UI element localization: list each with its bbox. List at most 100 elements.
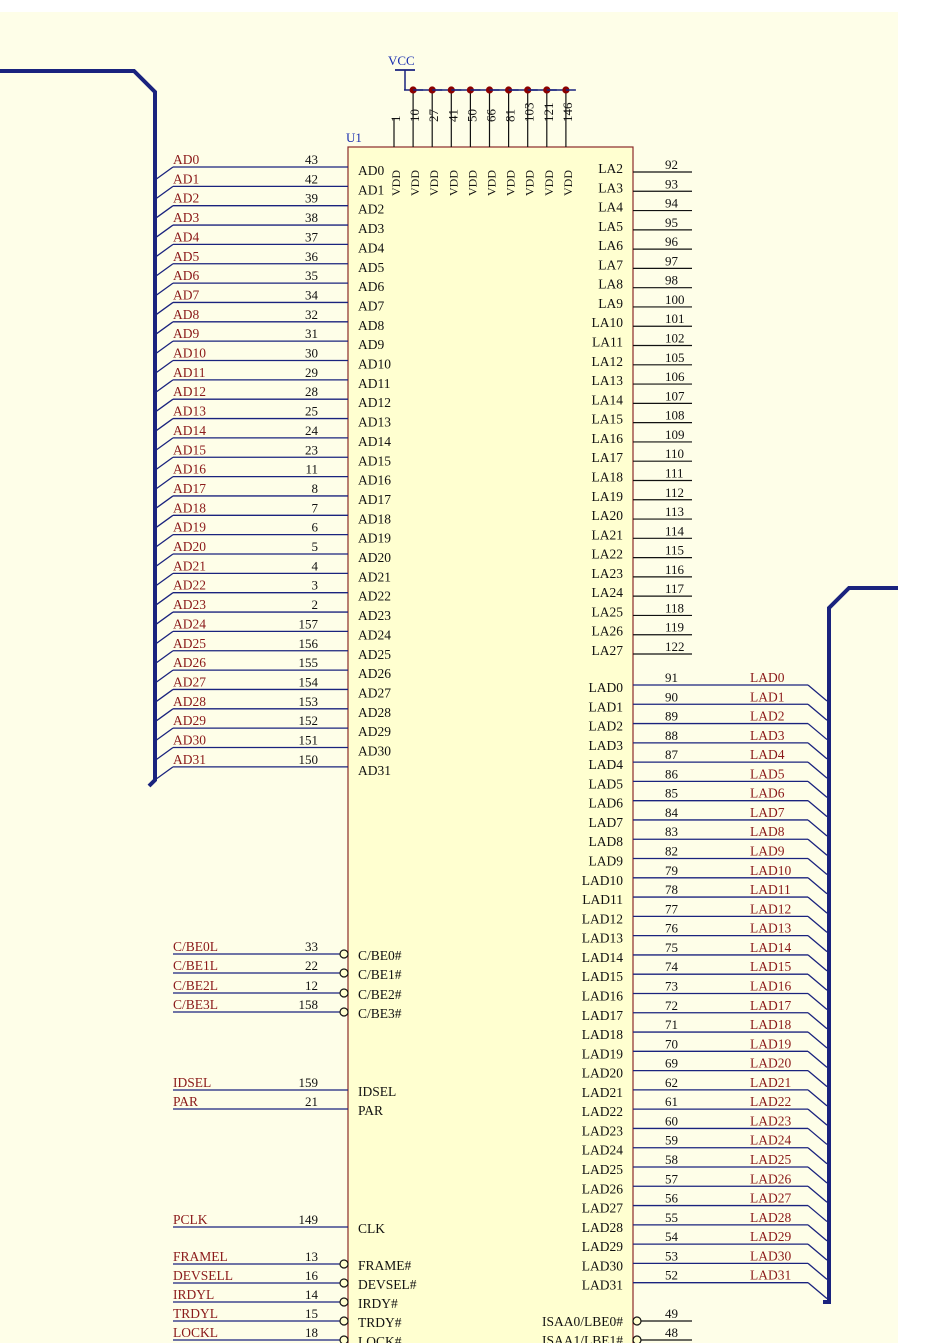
pin-number-76: 76 <box>665 921 679 936</box>
bus-entry <box>807 992 828 1010</box>
pin-number-71: 71 <box>665 1017 678 1032</box>
bus-entry <box>154 243 174 258</box>
net-label-ad29: AD29 <box>173 713 206 728</box>
pin-name-ad17: AD17 <box>358 492 391 507</box>
net-label-ad13: AD13 <box>173 404 206 419</box>
pin-number-158: 158 <box>299 997 319 1012</box>
pin-name-ad22: AD22 <box>358 589 391 604</box>
bus-entry <box>807 1166 828 1184</box>
pin-name-lad22: LAD22 <box>582 1104 623 1119</box>
net-label-lad3: LAD3 <box>750 728 785 743</box>
inversion-bubble <box>339 1335 349 1343</box>
pin-number-38: 38 <box>305 210 318 225</box>
bus-entry <box>807 1012 828 1030</box>
pin-name-clk: CLK <box>358 1221 385 1236</box>
bus-entry <box>807 780 828 798</box>
bus-entry <box>154 359 174 375</box>
pin-name-lad2: LAD2 <box>589 719 624 734</box>
bus-entry <box>807 819 828 837</box>
pin-name-lad14: LAD14 <box>582 950 623 965</box>
net-label-lad5: LAD5 <box>750 766 785 781</box>
net-label-ad21: AD21 <box>173 558 206 573</box>
pin-name-lad7: LAD7 <box>589 815 624 830</box>
net-label-ad5: AD5 <box>173 249 199 264</box>
pin-name-lad0: LAD0 <box>589 680 624 695</box>
pin-number-15: 15 <box>305 1306 318 1321</box>
pin-number-108: 108 <box>665 408 685 423</box>
pin-number-114: 114 <box>665 523 685 538</box>
net-label-lad24: LAD24 <box>750 1133 791 1148</box>
net-label-lad30: LAD30 <box>750 1248 791 1263</box>
pin-name-ad28: AD28 <box>358 705 391 720</box>
power-pin-number-50: 50 <box>464 109 479 122</box>
bus-entry <box>154 708 174 723</box>
pin-name-ad26: AD26 <box>358 666 391 681</box>
pin-name-c-be1: C/BE1# <box>358 967 402 982</box>
pin-name-ad11: AD11 <box>358 376 391 391</box>
pin-number-58: 58 <box>665 1152 678 1167</box>
net-label-c-be2l: C/BE2L <box>173 978 218 993</box>
net-label-ad7: AD7 <box>173 287 199 302</box>
pin-name-la13: LA13 <box>592 373 624 388</box>
bus-entry <box>807 1050 828 1068</box>
bus-entry <box>807 973 828 991</box>
pin-number-53: 53 <box>665 1248 678 1263</box>
inversion-bubble <box>339 1297 349 1307</box>
pin-number-29: 29 <box>305 365 318 380</box>
pin-name-la22: LA22 <box>592 547 624 562</box>
pin-name-lad17: LAD17 <box>582 1008 623 1023</box>
bus-entry <box>154 553 174 568</box>
pin-number-7: 7 <box>312 500 319 515</box>
pin-number-107: 107 <box>665 388 685 403</box>
pin-name-lad27: LAD27 <box>582 1201 623 1216</box>
pin-name-lad26: LAD26 <box>582 1181 623 1196</box>
pin-name-lad21: LAD21 <box>582 1085 623 1100</box>
net-label-trdyl: TRDYL <box>173 1306 218 1321</box>
pin-number-113: 113 <box>665 504 684 519</box>
net-label-ad20: AD20 <box>173 539 206 554</box>
pin-number-49: 49 <box>665 1306 678 1321</box>
pin-name-ad27: AD27 <box>358 685 391 700</box>
pin-number-12: 12 <box>305 978 318 993</box>
pin-name-lad23: LAD23 <box>582 1123 623 1138</box>
pin-name-lad15: LAD15 <box>582 969 623 984</box>
bus-entry <box>807 800 828 818</box>
pin-name-ad20: AD20 <box>358 550 391 565</box>
pin-name-ad29: AD29 <box>358 724 391 739</box>
bus-entry <box>154 301 174 316</box>
pin-name-la24: LA24 <box>592 585 624 600</box>
pin-number-155: 155 <box>299 655 319 670</box>
net-label-c-be1l: C/BE1L <box>173 958 218 973</box>
bus-entry <box>807 1185 828 1203</box>
pin-number-60: 60 <box>665 1113 678 1128</box>
net-label-lad4: LAD4 <box>750 747 785 762</box>
power-pin-number-27: 27 <box>426 109 441 123</box>
pin-number-59: 59 <box>665 1133 678 1148</box>
pin-name-ad12: AD12 <box>358 395 391 410</box>
pin-name-ad14: AD14 <box>358 434 391 449</box>
net-label-ad31: AD31 <box>173 752 206 767</box>
pin-name-la26: LA26 <box>592 624 624 639</box>
pin-number-52: 52 <box>665 1268 678 1283</box>
pin-name-lad6: LAD6 <box>589 796 624 811</box>
bus-entry <box>807 723 828 741</box>
net-label-ad24: AD24 <box>173 616 206 631</box>
vdd-pin-name: VDD <box>446 170 460 196</box>
net-label-lockl: LOCKL <box>173 1325 218 1340</box>
net-label-ad23: AD23 <box>173 597 206 612</box>
pin-number-48: 48 <box>665 1325 678 1340</box>
inversion-bubble <box>632 1335 642 1343</box>
net-label-lad23: LAD23 <box>750 1113 791 1128</box>
net-label-ad16: AD16 <box>173 462 206 477</box>
net-label-ad15: AD15 <box>173 442 206 457</box>
bus-entry <box>807 684 828 702</box>
power-pin-number-1: 1 <box>388 116 403 123</box>
pin-number-30: 30 <box>305 346 318 361</box>
net-label-ad1: AD1 <box>173 171 199 186</box>
pin-number-106: 106 <box>665 369 685 384</box>
pin-number-32: 32 <box>305 307 318 322</box>
net-label-lad25: LAD25 <box>750 1152 791 1167</box>
pin-name-ad10: AD10 <box>358 357 391 372</box>
bus-entry <box>154 746 174 762</box>
pin-number-95: 95 <box>665 215 678 230</box>
